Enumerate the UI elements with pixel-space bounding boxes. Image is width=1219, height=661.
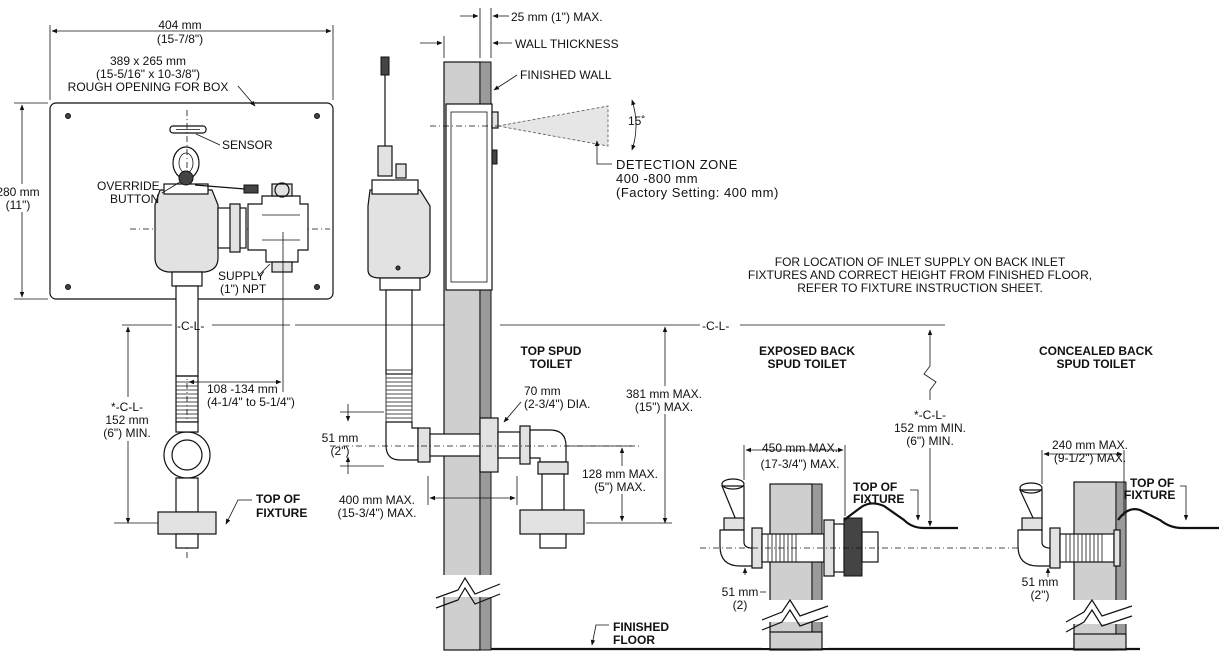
- offset-in: (4-1/4" to 5-1/4"): [207, 395, 295, 409]
- exposed-450-in: (17-3/4") MAX.: [761, 457, 840, 471]
- supply-label-1: SUPPLY: [218, 269, 264, 283]
- detection-zone-3: (Factory Setting: 400 mm): [616, 185, 779, 200]
- top-spud-2: TOILET: [530, 357, 573, 371]
- wall-thickness: WALL THICKNESS: [515, 37, 619, 51]
- finished-wall: FINISHED WALL: [520, 68, 612, 82]
- box-width-in: (15-7/8"): [157, 32, 203, 46]
- box-width-mm: 404 mm: [158, 18, 201, 32]
- concealed-title-1: CONCEALED BACK: [1039, 344, 1153, 358]
- finished-floor-2: FLOOR: [613, 633, 655, 647]
- concealed-title-2: SPUD TOILET: [1056, 357, 1136, 371]
- note-line-3: REFER TO FIXTURE INSTRUCTION SHEET.: [797, 281, 1043, 295]
- side-section: 25 mm (1") MAX. WALL THICKNESS FINISHED …: [295, 8, 1140, 651]
- angle-label: 15˚: [628, 114, 645, 128]
- opening-size-mm: 389 x 265 mm: [110, 54, 186, 68]
- detection-zone-1: DETECTION ZONE: [616, 157, 738, 172]
- supply-label-2: (1") NPT: [220, 282, 267, 296]
- horiz-400-in: (15-3/4") MAX.: [338, 506, 417, 520]
- concealed-51-in: (2"): [1031, 588, 1050, 602]
- sensor-box: [445, 103, 493, 291]
- height-128: 128 mm MAX.: [582, 467, 658, 481]
- wall-max: 25 mm (1") MAX.: [511, 10, 603, 24]
- exposed-51: 51 mm: [722, 585, 759, 599]
- top-fixture-left-1: TOP OF: [256, 492, 300, 506]
- notes: FOR LOCATION OF INLET SUPPLY ON BACK INL…: [702, 255, 1092, 333]
- sensor-window: [169, 125, 207, 134]
- override-label-1: OVERRIDE: [97, 179, 160, 193]
- height-381-in: (15") MAX.: [635, 400, 693, 414]
- front-view: 404 mm (15-7/8") 389 x 265 mm (15-5/16" …: [0, 18, 334, 560]
- concealed-51: 51 mm: [1022, 575, 1059, 589]
- box-height-in: (11"): [6, 198, 31, 212]
- top-fixture-mid-1: TOP OF: [853, 480, 897, 494]
- override-button: [178, 170, 194, 186]
- exposed-title-1: EXPOSED BACK: [759, 344, 855, 358]
- top-fixture-mid-2: FIXTURE: [853, 492, 904, 506]
- exposed-51-in: (2): [733, 598, 748, 612]
- horiz-400: 400 mm MAX.: [339, 493, 415, 507]
- sensor-label: SENSOR: [222, 138, 273, 152]
- note-line-2: FIXTURES AND CORRECT HEIGHT FROM FINISHE…: [748, 268, 1092, 282]
- cl-label-right: -C-L-: [702, 319, 729, 333]
- spud-dia-in: (2-3/4") DIA.: [524, 397, 590, 411]
- exposed-title-2: SPUD TOILET: [767, 357, 847, 371]
- exposed-back-spud: EXPOSED BACK SPUD TOILET 450: [700, 329, 1110, 651]
- offset-mm: 108 -134 mm: [207, 382, 278, 396]
- height-128-in: (5") MAX.: [594, 480, 646, 494]
- note-line-1: FOR LOCATION OF INLET SUPPLY ON BACK INL…: [775, 255, 1066, 269]
- concealed-240-in: (9-1/2") MAX.: [1054, 451, 1126, 465]
- finished-wall-layer: [479, 61, 492, 651]
- cl-label-left: -C-L-: [177, 319, 204, 333]
- opening-caption: ROUGH OPENING FOR BOX: [68, 80, 229, 94]
- rough-51-mm: 51 mm: [322, 431, 359, 445]
- finished-floor-1: FINISHED: [613, 620, 669, 634]
- cl-star-right: *-C-L-: [914, 408, 946, 422]
- override-label-2: BUTTON: [110, 192, 159, 206]
- exposed-450: 450 mm MAX.: [762, 441, 838, 455]
- concealed-240: 240 mm MAX.: [1052, 438, 1128, 452]
- cl-min2-in: (6") MIN.: [906, 434, 954, 448]
- top-fixture-left-2: FIXTURE: [256, 506, 307, 520]
- height-381: 381 mm MAX.: [626, 387, 702, 401]
- cl-min2-mm: 152 mm MIN.: [894, 421, 966, 435]
- box-height-mm: 280 mm: [0, 185, 40, 199]
- detection-cone: [497, 105, 609, 147]
- top-fixture-right-1: TOP OF: [1130, 476, 1174, 490]
- rough-51-in: (2"): [331, 444, 350, 458]
- top-spud-1: TOP SPUD: [521, 344, 582, 358]
- top-fixture-right-2: FIXTURE: [1124, 488, 1175, 502]
- concealed-back-spud: CONCEALED BACK SPUD TOILET 240 mm MAX. (…: [1017, 344, 1219, 651]
- cl-min-in: (6") MIN.: [103, 426, 151, 440]
- detection-zone-2: 400 -800 mm: [616, 171, 698, 186]
- cl-min-mm: 152 mm: [105, 413, 148, 427]
- spud-dia-mm: 70 mm: [524, 384, 561, 398]
- opening-size-in: (15-5/16" x 10-3/8"): [96, 67, 200, 81]
- cl-star-left: *-C-L-: [111, 400, 143, 414]
